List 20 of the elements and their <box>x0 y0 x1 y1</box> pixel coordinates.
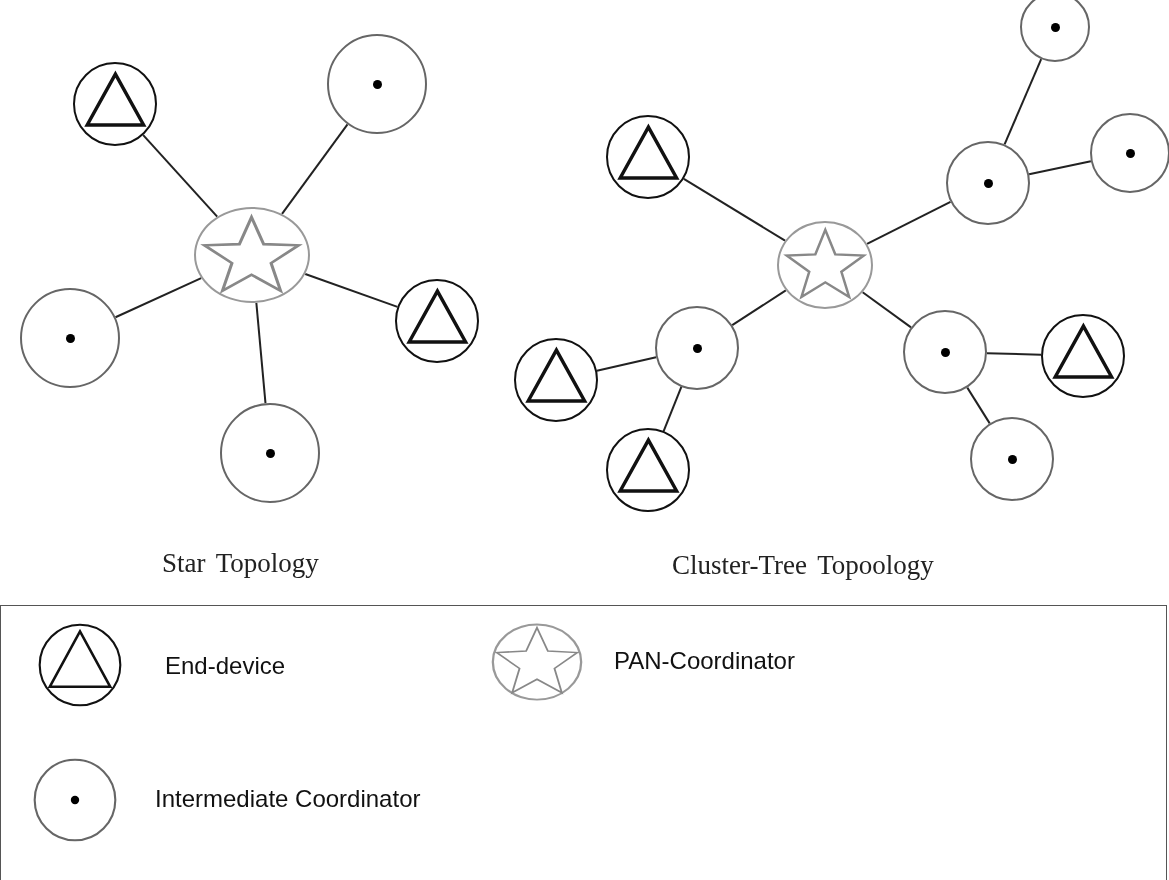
connector-line <box>1003 58 1043 146</box>
connector-line <box>1028 160 1092 176</box>
connector-line <box>866 200 952 245</box>
connector-line <box>281 123 349 215</box>
connector-line <box>682 177 787 242</box>
legend-label: Intermediate Coordinator <box>155 785 421 813</box>
connector-line <box>142 134 219 218</box>
connector-line <box>304 273 399 308</box>
coordinator-node <box>1020 0 1090 62</box>
connector-line <box>731 289 787 327</box>
topology-caption: Star Topology <box>162 548 319 579</box>
topology-caption: Cluster-Tree Topoology <box>672 550 934 581</box>
connector-line <box>966 386 991 425</box>
connector-line <box>861 291 912 329</box>
connector-line <box>255 301 267 405</box>
connector-line <box>986 352 1042 356</box>
connector-line <box>595 356 658 372</box>
legend-label: PAN-Coordinator <box>614 647 795 675</box>
connector-line <box>662 385 683 433</box>
legend-label: End-device <box>165 652 286 680</box>
